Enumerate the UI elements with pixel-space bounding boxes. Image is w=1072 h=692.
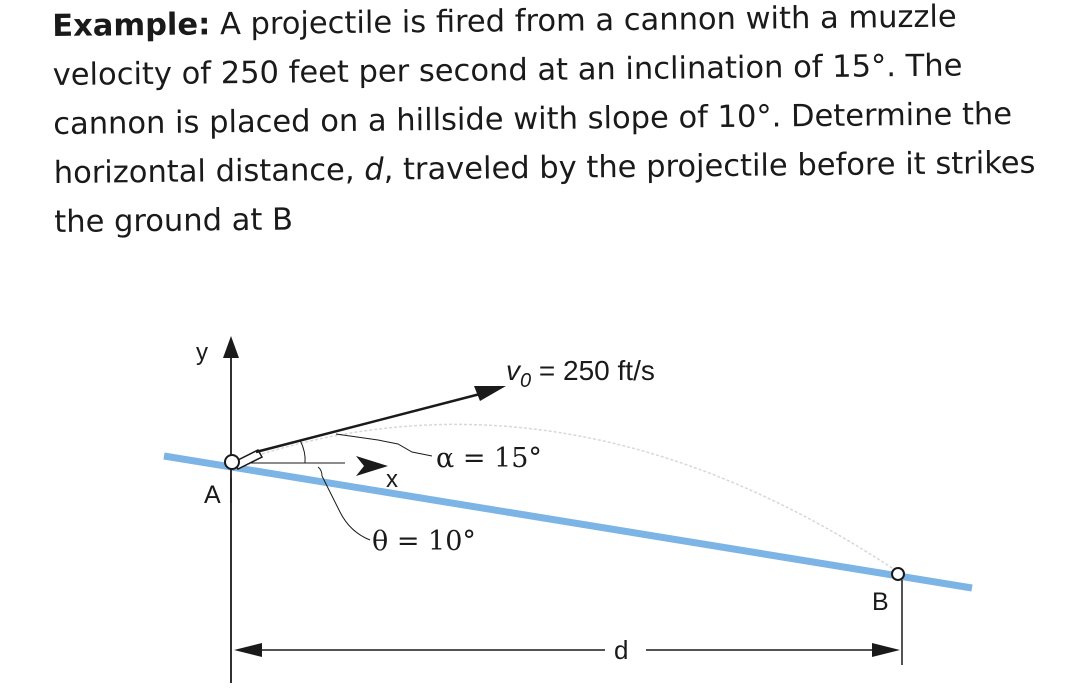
velocity-vector (255, 392, 481, 454)
theta-angle-arc (317, 466, 323, 477)
point-a-marker (224, 454, 240, 470)
y-axis-arrow (223, 336, 239, 358)
velocity-symbol: v (506, 355, 522, 386)
hillside-slope (163, 452, 973, 592)
alpha-leader (335, 433, 433, 457)
velocity-arrowhead (474, 386, 506, 401)
distance-arrow-right (872, 643, 900, 657)
distance-label: d (614, 635, 628, 665)
point-b-label: B (872, 588, 889, 616)
y-axis-label: y (196, 339, 208, 366)
alpha-label: α = 15° (436, 443, 542, 474)
velocity-label: v0 = 250 ft/s (506, 355, 655, 392)
alpha-angle-arc (299, 439, 306, 464)
theta-leader (321, 475, 371, 541)
velocity-value: = 250 ft/s (531, 355, 655, 386)
point-a-label: A (204, 481, 221, 509)
theta-label: θ = 10° (372, 526, 476, 557)
projectile-trajectory (261, 423, 899, 573)
distance-arrow-left (234, 643, 262, 657)
point-b-marker (891, 567, 905, 581)
x-axis-label: x (386, 466, 398, 493)
x-axis-arrow (356, 456, 388, 476)
velocity-subscript: 0 (520, 370, 531, 392)
